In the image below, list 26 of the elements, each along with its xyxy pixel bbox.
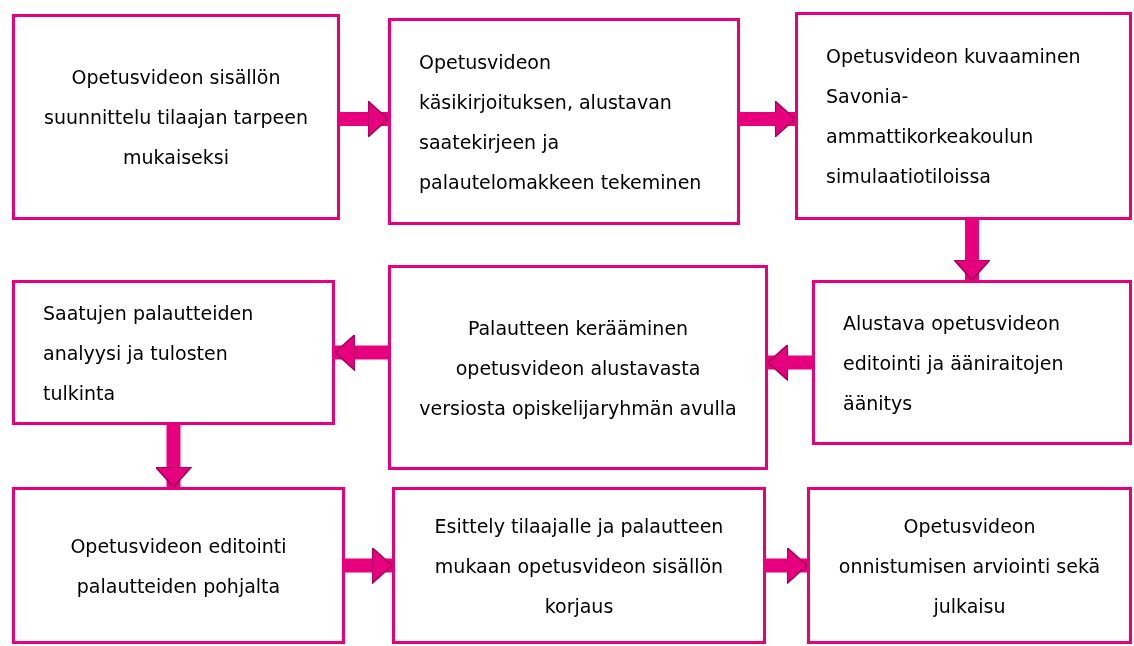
block-arrow xyxy=(740,100,796,138)
block-arrow xyxy=(340,100,389,138)
process-box xyxy=(392,487,766,644)
process-box xyxy=(12,487,345,644)
process-box xyxy=(795,12,1132,220)
block-arrow xyxy=(767,343,812,382)
step-text: Alustava opetusvideon editointi ja ääniraitojen äänitys xyxy=(843,310,1065,416)
block-arrow xyxy=(345,546,393,585)
process-box xyxy=(388,18,740,225)
process-box xyxy=(388,265,768,470)
step-text: Opetusvideon kuvaaminen Savonia-ammattikorkeakoulun simulaatiotiloissa xyxy=(826,44,1082,189)
step-text: Opetusvideon käsikirjoituksen, alustavan saatekirjeen ja palautelomakkeen tekeminen xyxy=(419,49,703,195)
block-arrow xyxy=(766,546,808,585)
process-box xyxy=(12,280,335,425)
block-arrow xyxy=(154,425,193,488)
block-arrow xyxy=(334,333,388,372)
process-box xyxy=(12,14,340,220)
step-text: Esittely tilaajalle ja palautteen mukaan opetusvideon sisällön korjaus xyxy=(433,513,725,619)
step-text: Palautteen kerääminen opetusvideon alustavasta versiosta opiskelijaryhmän avulla xyxy=(419,315,737,421)
step-text: Opetusvideon editointi palautteiden pohjalta xyxy=(69,533,288,599)
process-box xyxy=(807,487,1132,644)
process-box xyxy=(812,280,1132,445)
step-text: Opetusvideon sisällön suunnittelu tilaajan tarpeen mukaiseksi xyxy=(43,65,309,170)
step-text: Opetusvideon onnistumisen arviointi sekä julkaisu xyxy=(838,513,1101,619)
step-text: Saatujen palautteiden analyysi ja tulosten tulkinta xyxy=(43,300,255,406)
block-arrow xyxy=(953,220,991,281)
